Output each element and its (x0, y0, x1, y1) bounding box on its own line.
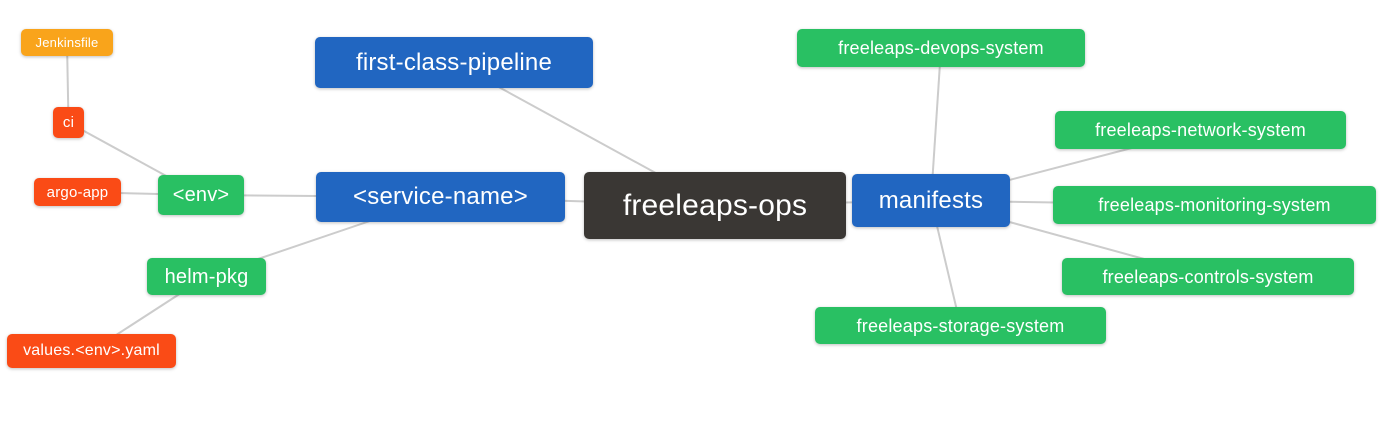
node-freeleaps-ops[interactable]: freeleaps-ops (584, 172, 846, 239)
node-freeleaps-monitoring-system[interactable]: freeleaps-monitoring-system (1053, 186, 1376, 224)
node-values-env-yaml[interactable]: values.<env>.yaml (7, 334, 176, 368)
node-helm-pkg[interactable]: helm-pkg (147, 258, 266, 295)
node-manifests[interactable]: manifests (852, 174, 1010, 227)
node-first-class-pipeline[interactable]: first-class-pipeline (315, 37, 593, 88)
node-ci[interactable]: ci (53, 107, 84, 138)
node-jenkinsfile[interactable]: Jenkinsfile (21, 29, 113, 56)
node-freeleaps-storage-system[interactable]: freeleaps-storage-system (815, 307, 1106, 344)
node-freeleaps-network-system[interactable]: freeleaps-network-system (1055, 111, 1346, 149)
node-argo-app[interactable]: argo-app (34, 178, 121, 206)
node-service-name[interactable]: <service-name> (316, 172, 565, 222)
node-freeleaps-devops-system[interactable]: freeleaps-devops-system (797, 29, 1085, 67)
node-env[interactable]: <env> (158, 175, 244, 215)
node-freeleaps-controls-system[interactable]: freeleaps-controls-system (1062, 258, 1354, 295)
